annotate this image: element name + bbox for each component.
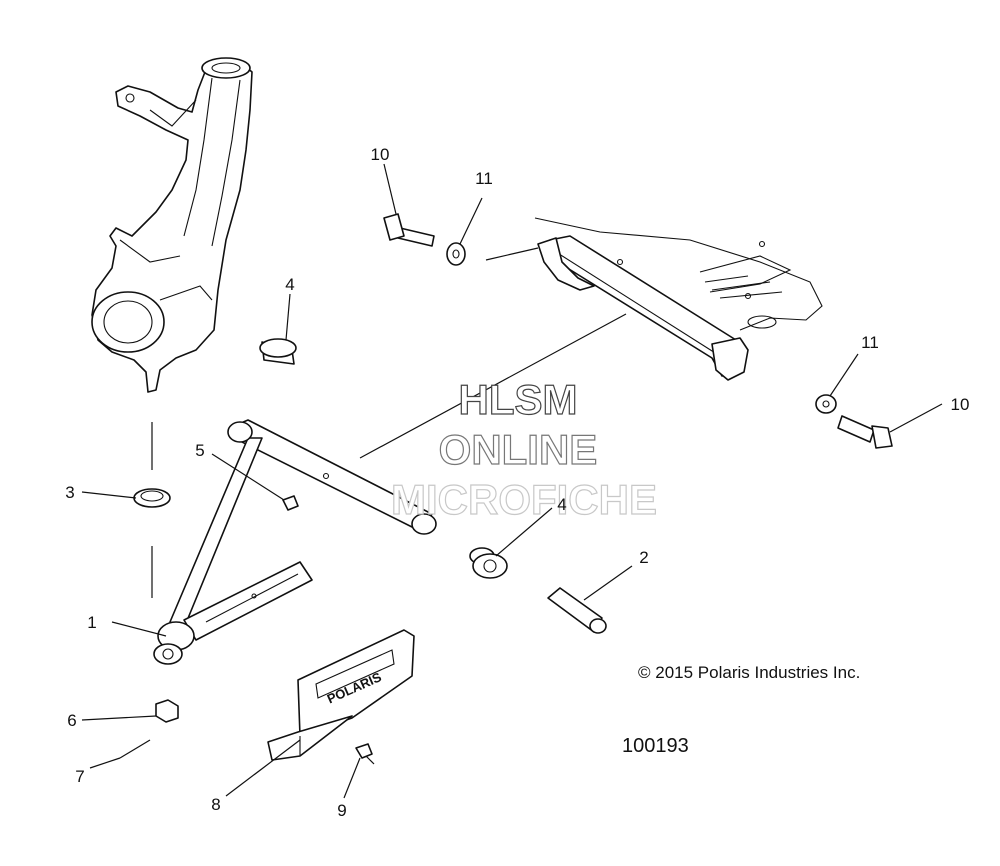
callout-10-right: 10 bbox=[951, 395, 970, 414]
bolt-flange-right bbox=[837, 415, 893, 449]
watermark-line1: HLSM bbox=[459, 376, 578, 423]
callout-labels: 1 2 3 4 4 5 6 7 8 9 10 10 11 11 bbox=[65, 145, 969, 820]
callout-4-lower: 4 bbox=[557, 495, 566, 514]
cotter-pin bbox=[119, 739, 151, 759]
callout-5: 5 bbox=[195, 441, 204, 460]
callout-11-right: 11 bbox=[861, 333, 879, 352]
screw bbox=[355, 743, 375, 765]
callout-6: 6 bbox=[67, 711, 76, 730]
a-arm bbox=[153, 313, 627, 665]
callout-3: 3 bbox=[65, 483, 74, 502]
callout-9: 9 bbox=[337, 801, 346, 820]
bolt-small bbox=[282, 495, 299, 511]
watermark: HLSM ONLINE MICROFICHE bbox=[390, 375, 657, 523]
sleeve-tube bbox=[547, 587, 607, 634]
cup-seal bbox=[133, 488, 171, 508]
frame-crossmember bbox=[485, 217, 823, 381]
washer-top bbox=[446, 242, 466, 266]
callout-11-top: 11 bbox=[475, 169, 493, 188]
callout-10-top: 10 bbox=[371, 145, 390, 164]
callout-1: 1 bbox=[87, 613, 96, 632]
washer-right bbox=[815, 394, 837, 414]
callout-2: 2 bbox=[639, 548, 648, 567]
bushing-upper bbox=[259, 338, 297, 365]
copyright-text: © 2015 Polaris Industries Inc. bbox=[638, 663, 860, 682]
callout-7: 7 bbox=[75, 767, 84, 786]
diagram-number: 100193 bbox=[622, 735, 689, 757]
leader-lines bbox=[81, 163, 943, 799]
watermark-line3: MICROFICHE bbox=[391, 476, 657, 523]
callout-4-upper: 4 bbox=[285, 275, 294, 294]
steering-knuckle bbox=[91, 57, 253, 393]
castle-nut bbox=[155, 699, 179, 723]
bushing-lower bbox=[469, 547, 508, 579]
bolt-flange-top bbox=[383, 213, 435, 247]
callout-8: 8 bbox=[211, 795, 220, 814]
watermark-line2: ONLINE bbox=[439, 426, 598, 473]
